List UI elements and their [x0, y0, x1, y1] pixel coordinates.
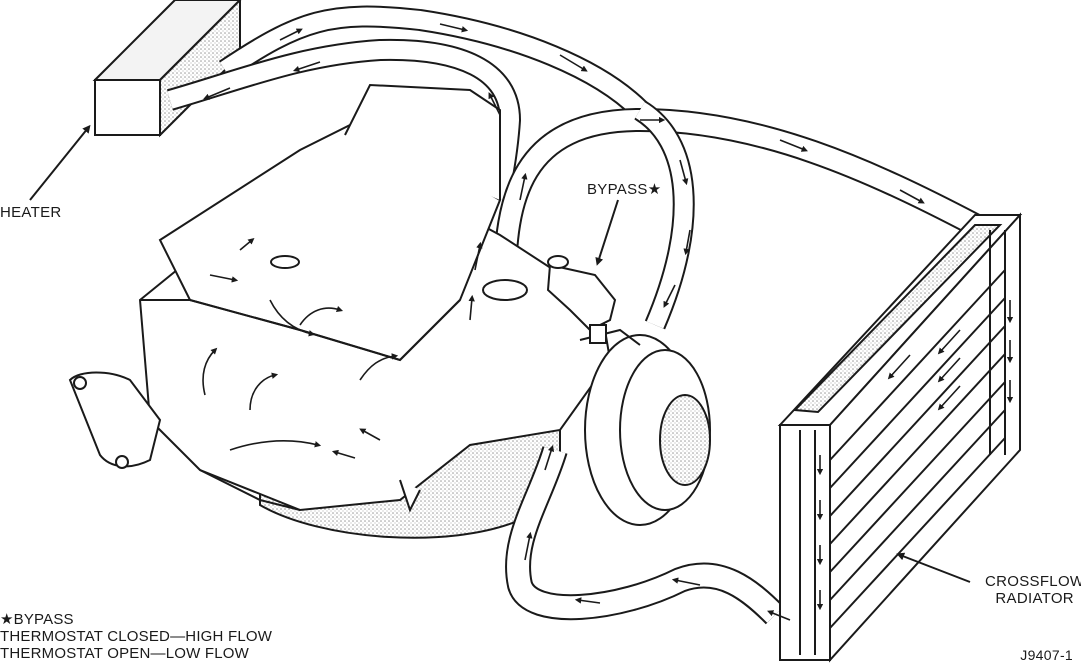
heater-label: HEATER	[0, 204, 62, 221]
legend-line-closed: THERMOSTAT CLOSED—HIGH FLOW	[0, 628, 273, 645]
legend-line-open: THERMOSTAT OPEN—LOW FLOW	[0, 645, 249, 662]
flow-arrows	[202, 23, 1014, 621]
engine-block	[68, 83, 612, 539]
radiator-label-line2: RADIATOR	[995, 590, 1074, 607]
crossflow-radiator	[777, 212, 1023, 663]
heater-core	[92, 0, 242, 138]
legend-line-bypass: ★BYPASS	[0, 611, 74, 628]
figure-id: J9407-1	[1020, 647, 1073, 663]
radiator-label: CROSSFLOW RADIATOR	[985, 573, 1081, 607]
legend: ★BYPASS THERMOSTAT CLOSED—HIGH FLOW THER…	[0, 611, 272, 662]
water-pump	[579, 328, 711, 526]
lower-radiator-hose	[505, 446, 785, 625]
thermostat-housing	[546, 255, 617, 344]
radiator-label-line1: CROSSFLOW	[985, 573, 1081, 590]
leader-lines	[29, 124, 971, 583]
bypass-label: BYPASS★	[587, 181, 662, 198]
